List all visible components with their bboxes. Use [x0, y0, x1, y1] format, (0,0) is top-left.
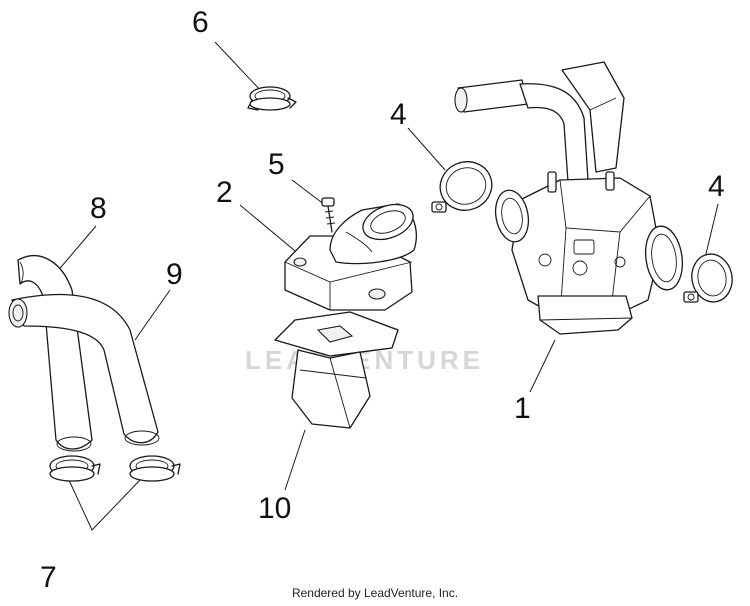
leader-line-7 — [67, 477, 141, 531]
leader-line-9 — [134, 289, 171, 341]
leader-line-4-right — [704, 203, 719, 259]
callout-part-8: 8 — [90, 192, 107, 225]
hose-clamp-7-left — [49, 455, 101, 482]
leader-line-5 — [291, 179, 326, 206]
hose-9 — [8, 293, 160, 446]
leader-line-6 — [214, 41, 263, 93]
leader-line-1 — [529, 339, 556, 393]
callout-part-4-left: 4 — [390, 98, 407, 131]
screw-5 — [321, 197, 336, 233]
footer-credit: Rendered by LeadVenture, Inc. — [291, 586, 459, 600]
hose-clamp-6 — [247, 86, 297, 111]
callout-part-6: 6 — [192, 6, 209, 39]
hose-clamp-4-left — [431, 161, 493, 213]
hose-clamp-7-right — [129, 455, 181, 482]
callout-part-4-right: 4 — [708, 170, 725, 203]
callout-part-1: 1 — [514, 392, 531, 425]
callout-part-5: 5 — [268, 148, 285, 181]
intake-manifold-2 — [284, 203, 417, 311]
leader-line-2 — [239, 204, 301, 256]
hose-clamp-4-right — [683, 253, 733, 303]
carburetor-1 — [454, 61, 684, 335]
reed-valve-10 — [274, 311, 399, 429]
leader-line-4-left — [407, 127, 446, 171]
leader-lines — [49, 41, 719, 531]
hose-8 — [17, 255, 93, 452]
callout-part-10: 10 — [258, 492, 292, 525]
leader-line-10 — [284, 429, 306, 491]
callout-part-9: 9 — [166, 258, 183, 291]
callout-part-2: 2 — [216, 176, 233, 209]
callout-part-7: 7 — [40, 561, 57, 594]
